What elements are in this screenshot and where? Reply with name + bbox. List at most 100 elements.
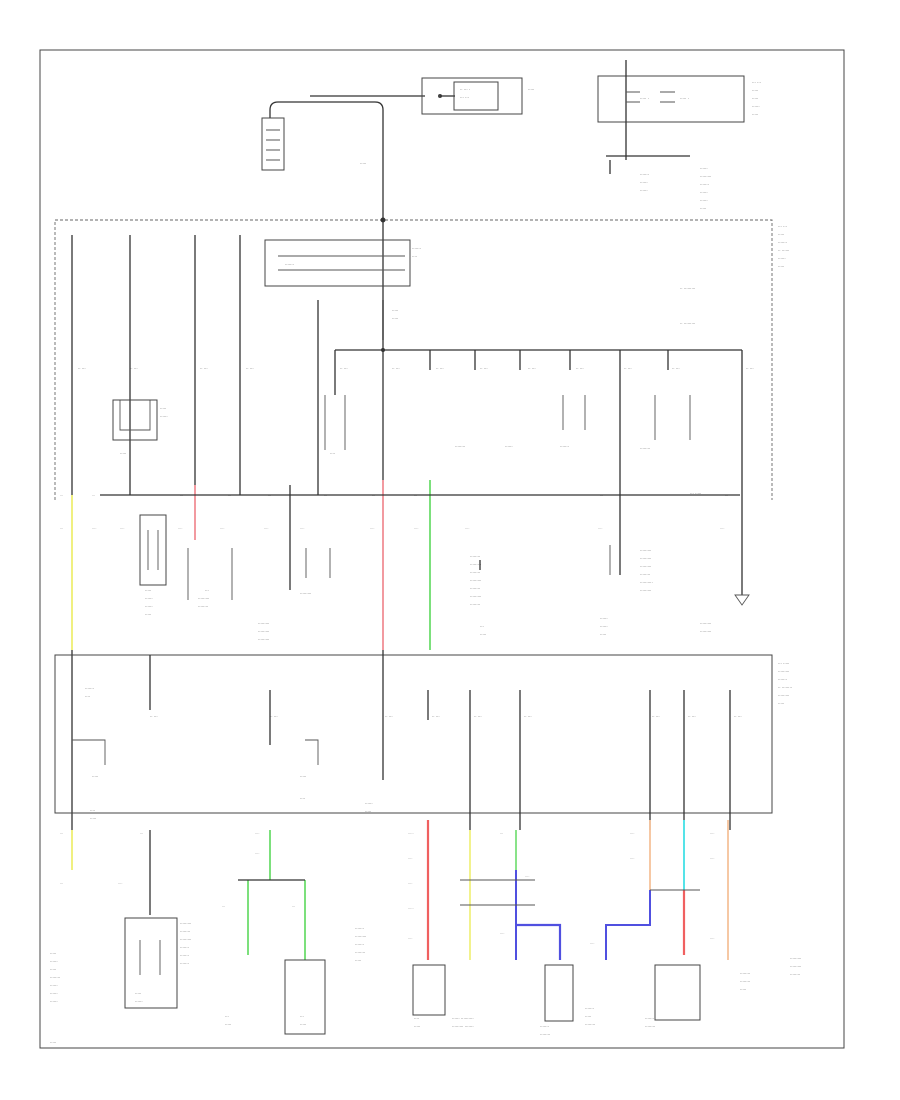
svg-text:······: ······: [778, 256, 786, 261]
svg-text:··· ···: ··· ···: [778, 224, 787, 229]
svg-text:·······: ·······: [778, 240, 787, 245]
svg-text:·····: ·····: [392, 308, 398, 313]
svg-text:·········: ·········: [470, 578, 481, 583]
svg-text:····: ····: [90, 808, 95, 813]
svg-text:········: ········: [740, 971, 750, 976]
svg-text:······: ······: [145, 596, 153, 601]
svg-text:····: ····: [330, 451, 335, 456]
svg-text:·····: ·····: [752, 112, 758, 117]
svg-text:·····: ·····: [752, 88, 758, 93]
svg-text:····: ····: [598, 527, 602, 531]
svg-text:·······: ·······: [540, 1024, 549, 1029]
svg-text:·········: ·········: [470, 594, 481, 599]
svg-text:·····: ·····: [90, 816, 96, 821]
svg-text:······: ······: [600, 624, 608, 629]
svg-text:···: ···: [205, 588, 209, 593]
svg-text:········· ·······: ········· ·······: [452, 1024, 474, 1029]
battery-starter-section: ·· ··· · ··· ··· ····· ····· · ····· · ·…: [261, 60, 761, 215]
svg-text:·· ···: ·· ···: [432, 714, 440, 719]
svg-text:·······: ·······: [355, 926, 364, 931]
middle-components: ··· ··· ··· ··· ··· ··· ··· ··· ··· ··· …: [60, 485, 750, 642]
svg-text:·····: ·····: [392, 316, 398, 321]
svg-text:·········: ·········: [258, 637, 269, 642]
svg-text:···: ···: [500, 832, 503, 836]
svg-text:·····: ·····: [360, 161, 366, 166]
svg-text:···: ···: [92, 494, 95, 498]
svg-text:···: ···: [60, 494, 63, 498]
svg-text:····: ····: [720, 527, 724, 531]
svg-text:··· ···: ··· ···: [460, 95, 469, 100]
svg-text:····: ····: [465, 527, 469, 531]
svg-text:······: ······: [752, 104, 760, 109]
svg-text:·····: ·····: [50, 1040, 56, 1045]
svg-text:·········: ·········: [700, 629, 711, 634]
svg-text:·········: ·········: [640, 564, 651, 569]
svg-text:·····: ·····: [414, 1024, 420, 1029]
svg-text:····: ····: [255, 852, 259, 856]
svg-text:····: ····: [590, 942, 594, 946]
svg-text:····: ····: [710, 937, 714, 941]
svg-text:·········: ·········: [640, 556, 651, 561]
svg-text:······: ······: [135, 999, 143, 1004]
svg-text:··· ·····: ··· ·····: [778, 661, 789, 666]
svg-text:······: ······: [50, 991, 58, 996]
svg-text:···: ···: [140, 832, 143, 836]
svg-text:·· ···: ·· ···: [340, 366, 348, 371]
svg-text:········: ········: [198, 604, 208, 609]
svg-text:····: ····: [710, 857, 714, 861]
svg-text:·····: ·····: [408, 832, 414, 836]
svg-text:···: ···: [480, 624, 484, 629]
svg-text:·········: ·········: [700, 621, 711, 626]
svg-text:······: ······: [145, 604, 153, 609]
svg-text:·····: ·····: [600, 632, 606, 637]
svg-text:·······: ·······: [285, 262, 294, 267]
svg-text:········: ········: [790, 972, 800, 977]
svg-text:·····: ·····: [135, 991, 141, 996]
svg-text:········: ········: [180, 929, 190, 934]
svg-text:········: ········: [540, 1032, 550, 1037]
svg-text:····: ····: [710, 832, 714, 836]
svg-text:·····: ·····: [145, 612, 151, 617]
svg-text:·····: ·····: [778, 701, 784, 706]
svg-text:·········: ·········: [355, 934, 366, 939]
svg-text:····: ····: [500, 932, 504, 936]
svg-text:·· ·········: ·· ·········: [680, 286, 695, 291]
wire-blue-bend: [516, 923, 562, 960]
svg-text:·········: ·········: [640, 548, 651, 553]
svg-text:·····: ·····: [752, 96, 758, 101]
svg-text:·········: ·········: [790, 964, 801, 969]
svg-text:······: ······: [50, 999, 58, 1004]
svg-text:···: ···: [225, 1014, 229, 1019]
svg-text:·· ···: ·· ···: [528, 366, 536, 371]
battery: [261, 117, 285, 171]
svg-text:·····: ·····: [50, 951, 56, 956]
svg-text:·····: ·····: [145, 588, 151, 593]
svg-text:·· ········: ·· ········: [778, 685, 792, 690]
svg-text:·······: ·······: [180, 961, 189, 966]
svg-text:·········: ·········: [258, 621, 269, 626]
svg-text:····: ····: [120, 527, 124, 531]
svg-text:········: ········: [455, 444, 465, 449]
svg-text:·····: ·····: [408, 907, 414, 911]
svg-text:····: ····: [92, 527, 96, 531]
svg-text:·····: ·····: [225, 1022, 231, 1027]
svg-text:·········: ·········: [778, 693, 789, 698]
svg-text:·······: ·······: [560, 444, 569, 449]
svg-text:·· ···: ·· ···: [392, 366, 400, 371]
svg-text:····: ····: [264, 527, 268, 531]
svg-text:········: ········: [470, 602, 480, 607]
battery-fuse-box: [597, 75, 745, 123]
svg-text:·········: ·········: [300, 591, 311, 596]
svg-text:·····: ·····: [528, 87, 534, 92]
svg-text:·· ···: ·· ···: [200, 366, 208, 371]
svg-text:········: ········: [640, 572, 650, 577]
svg-text:······: ······: [505, 444, 513, 449]
colored-wires-top: [71, 480, 431, 650]
svg-text:···: ···: [324, 494, 327, 498]
svg-text:········: ········: [585, 1022, 595, 1027]
starter-box: [421, 77, 523, 115]
svg-text:···: ···: [222, 905, 225, 909]
svg-text:···: ···: [60, 527, 63, 531]
svg-text:····: ····: [178, 527, 182, 531]
